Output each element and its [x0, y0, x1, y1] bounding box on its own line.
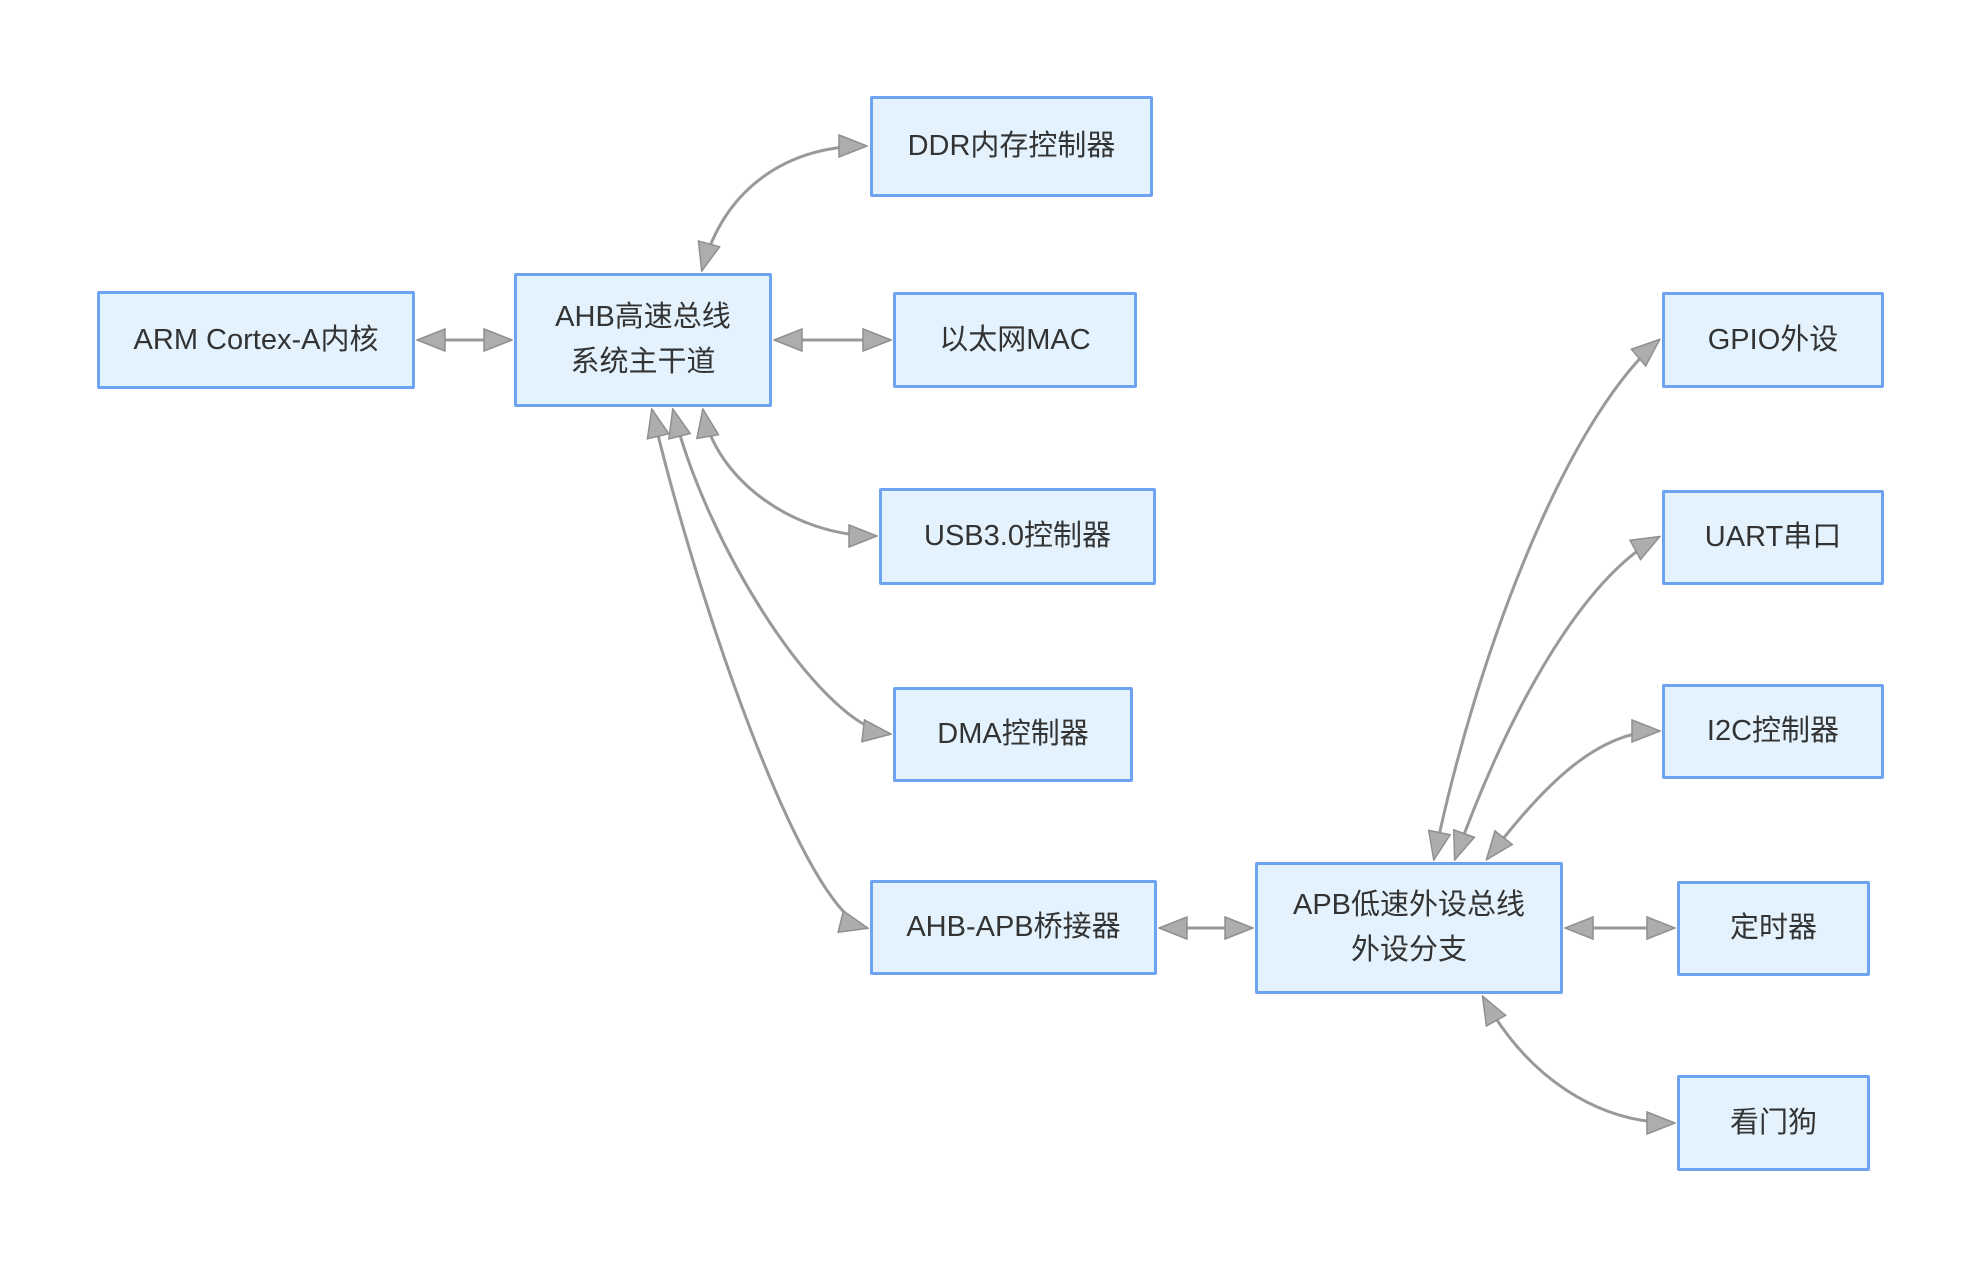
node-ddr: DDR内存控制器	[870, 96, 1153, 197]
edge-apb-wdt	[1483, 997, 1674, 1123]
node-uart: UART串口	[1662, 490, 1884, 585]
node-gpio-label: GPIO外设	[1707, 323, 1839, 356]
node-ahb-label: AHB高速总线	[555, 301, 731, 334]
edge-ahb-usb	[703, 410, 876, 536]
edge-ahb-ddr	[702, 146, 866, 270]
edge-ahb-dma	[673, 410, 890, 734]
node-i2c-label: I2C控制器	[1706, 715, 1840, 748]
node-arm: ARM Cortex-A内核	[97, 291, 415, 389]
node-bridge-label: AHB-APB桥接器	[906, 911, 1121, 944]
node-dma-label: DMA控制器	[937, 718, 1089, 751]
node-ddr-label: DDR内存控制器	[907, 130, 1116, 163]
node-apb-label: APB低速外设总线	[1292, 889, 1526, 922]
node-ahb-label: 系统主干道	[570, 346, 716, 378]
node-timer-label: 定时器	[1729, 912, 1817, 945]
edge-apb-gpio	[1434, 340, 1659, 859]
edge-apb-i2c	[1487, 731, 1659, 859]
node-timer: 定时器	[1677, 881, 1870, 976]
node-i2c: I2C控制器	[1662, 684, 1884, 779]
node-uart-label: UART串口	[1704, 521, 1842, 554]
node-ahb: AHB高速总线系统主干道	[514, 273, 772, 407]
node-bridge: AHB-APB桥接器	[870, 880, 1157, 975]
node-usb-label: USB3.0控制器	[924, 520, 1111, 553]
node-apb: APB低速外设总线外设分支	[1255, 862, 1563, 994]
node-dma: DMA控制器	[893, 687, 1133, 782]
edge-ahb-bridge	[652, 410, 867, 928]
node-usb: USB3.0控制器	[879, 488, 1156, 585]
node-wdt: 看门狗	[1677, 1075, 1870, 1171]
node-mac: 以太网MAC	[893, 292, 1137, 388]
node-gpio: GPIO外设	[1662, 292, 1884, 388]
node-arm-label: ARM Cortex-A内核	[133, 323, 379, 356]
node-wdt-label: 看门狗	[1729, 1106, 1817, 1139]
edge-apb-uart	[1455, 537, 1659, 859]
node-apb-label: 外设分支	[1350, 934, 1467, 966]
node-mac-label: 以太网MAC	[939, 323, 1091, 356]
